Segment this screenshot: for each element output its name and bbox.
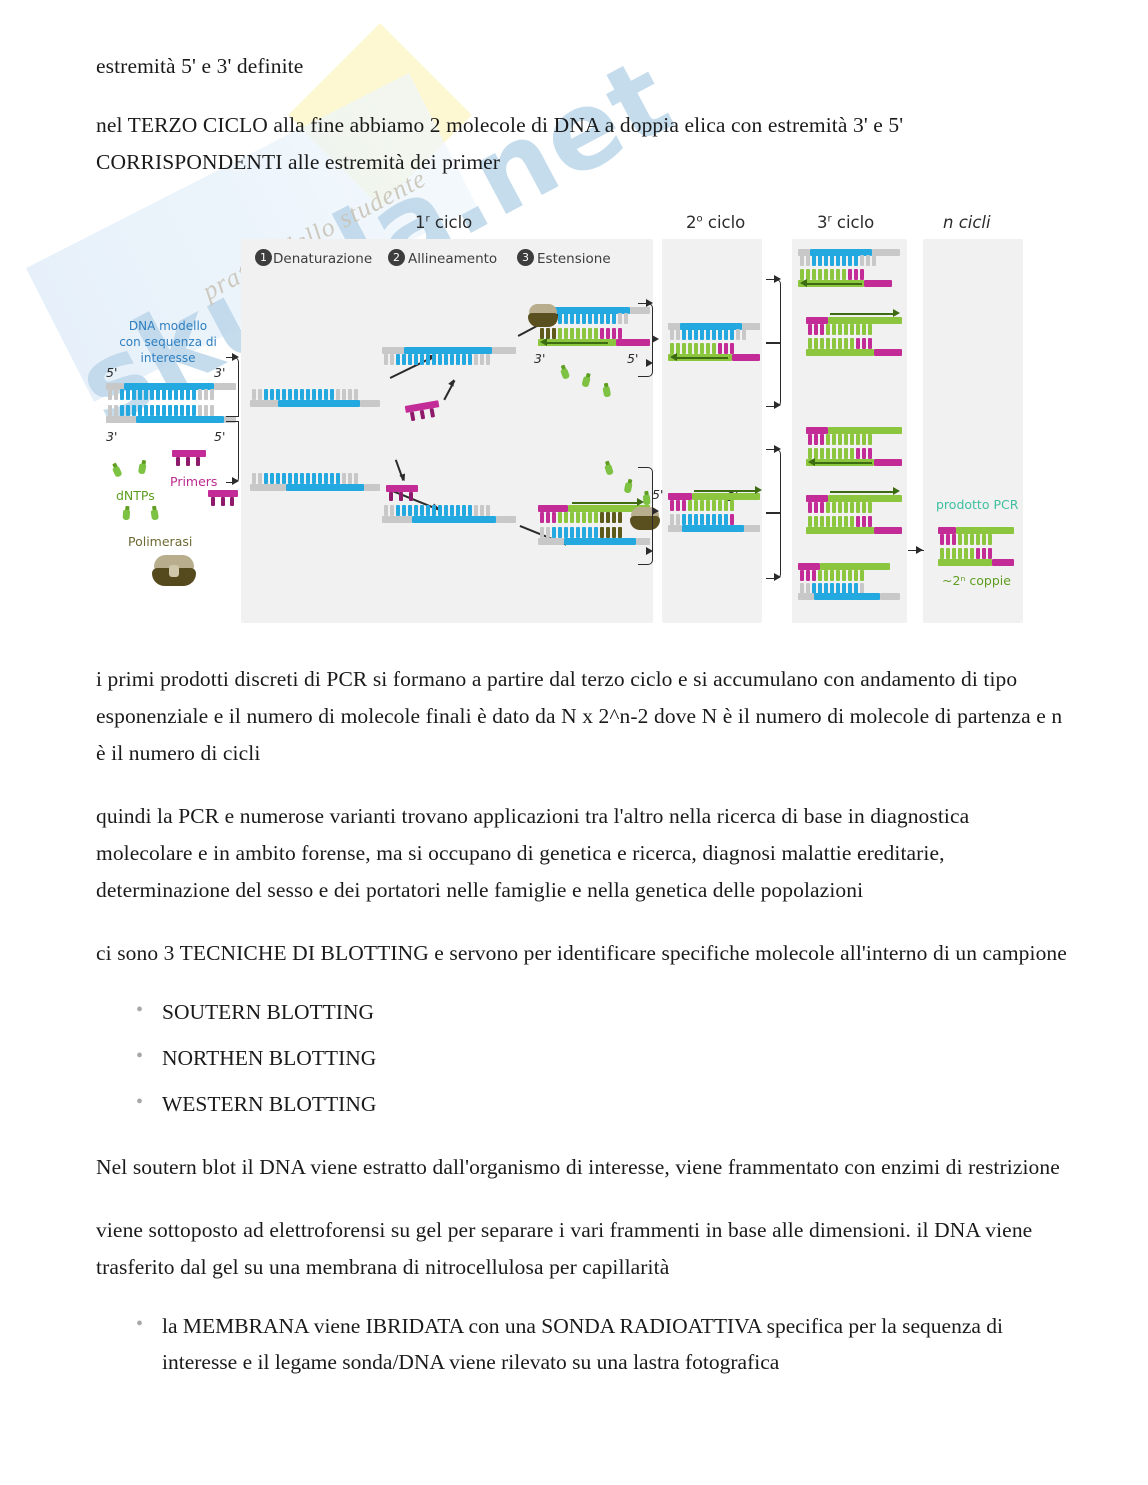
cycle3-duplex-2 [806,309,902,356]
dntp-icon-1 [109,462,123,478]
bracket-tip-c2-d [774,572,781,581]
label-dna-template-l2: con sequenza di [119,334,217,349]
pcr-product-duplex [938,526,1014,566]
polymerase-icon-extension-top [528,303,558,330]
cycle3-duplex-1 [798,248,900,287]
cycle3-duplex-4 [806,487,902,534]
bracket-tip-c2-b [774,400,781,409]
label-template-3prime-top: 3' [214,364,226,380]
extension-duplex-top [538,306,650,347]
dntp-icon-4 [149,505,160,521]
bracket-c2-a [766,278,781,343]
bracket-template-top [226,356,239,417]
cycle3-duplex-3 [806,426,902,466]
figure-title-cycle3: 3r ciclo [817,212,875,232]
dna-template-duplex [106,382,236,427]
bracket-tip-c1-c [646,546,653,555]
extension-duplex-bottom [538,498,650,545]
bracket-tip-top [232,352,239,361]
bracket-template-bottom [226,420,239,483]
paragraph-applicazioni: quindi la PCR e numerose varianti trovan… [96,803,970,902]
step-number-1: 1 [255,248,272,266]
figure-title-cycle2: 2o ciclo [686,212,746,232]
list-item: WESTERN BLOTTING [136,1085,1070,1123]
step-label-allineamento: Allineamento [408,250,498,267]
pcr-diagram: 1r ciclo 2o ciclo 3r ciclo n cicli 1 Den… [90,207,1040,637]
label-primers: Primers [170,473,218,489]
dntp-icon-2 [137,459,148,475]
bracket-c2-d [766,512,781,579]
bracket-tip-c2-c [774,444,781,453]
list-item: SOUTERN BLOTTING [136,993,1070,1031]
label-prodotto-pcr: prodotto PCR [936,496,1019,512]
panel-cycle1 [241,238,653,623]
label-ext-3prime-top: 3' [534,350,546,366]
label-dna-template: DNA modello con sequenza di interesse [108,319,228,366]
bracket-tip-c2-a [774,274,781,283]
label-ext-5prime-top: 5' [627,350,639,366]
arrow-tip-to-cyclen [916,545,923,554]
paragraph-elettroforesi: viene sottoposto ad elettroforensi su ge… [96,1217,1033,1279]
bracket-tip-c1-b [646,298,653,307]
figure-title-cycle1: 1r ciclo [415,212,473,232]
step-label-estensione: Estensione [537,250,611,267]
denatured-strand-top [250,388,380,407]
paragraph-estremita: estremità 5' e 3' definite [96,54,304,78]
blotting-list: SOUTERN BLOTTING NORTHEN BLOTTING WESTER… [96,993,1070,1123]
bracket-c2-c [766,448,781,513]
primer-icon-annealing-bottom [386,484,418,503]
annealed-strand-top [382,346,516,365]
arrow-into-cycle2-top [652,334,659,343]
figure-title-cyclen: n cicli [943,212,991,232]
panel-cycle2 [662,238,762,623]
label-dna-template-l3: interesse [140,350,196,365]
label-coppie: ~2ⁿ coppie [942,572,1011,588]
primer-icon-2 [208,489,238,508]
primer-icon-1 [172,449,206,468]
paragraph-terzo-ciclo: nel TERZO CICLO alla fine abbiamo 2 mole… [96,112,904,174]
bracket-c2-b [766,342,781,407]
polymerase-icon [152,554,196,589]
annealed-strand-bottom [382,504,516,523]
label-template-5prime-bottom: 5' [214,428,226,444]
cycle2-duplex-top [668,322,760,361]
label-polimerasi: Polimerasi [128,533,193,549]
bracket-tip-c1-a [646,358,653,367]
cycle3-duplex-5 [798,562,900,600]
document-page: estremità 5' e 3' definite nel TERZO CIC… [0,0,1148,1381]
label-dna-template-l1: DNA modello [128,318,208,333]
membrane-list: la MEMBRANA viene IBRIDATA con una SONDA… [96,1307,1070,1382]
step-number-3: 3 [517,248,534,266]
paragraph-prodotti-discreti: i primi prodotti discreti di PCR si form… [96,666,1063,765]
paragraph-soutern-blot: Nel soutern blot il DNA viene estratto d… [96,1154,1060,1179]
label-dntps: dNTPs [116,487,155,503]
bracket-c1-bottom [638,466,653,565]
paragraph-tecniche-blotting: ci sono 3 TECNICHE DI BLOTTING e servono… [96,940,1067,965]
arrow-into-cycle2-bottom [652,506,659,515]
cycle2-duplex-bottom [668,486,762,532]
denatured-strand-bottom [250,472,380,491]
label-template-5prime-top: 5' [106,364,118,380]
label-ext-5prime-bottom: 5' [652,486,664,502]
step-number-2: 2 [388,248,405,266]
list-item: la MEMBRANA viene IBRIDATA con una SONDA… [136,1307,1070,1382]
bracket-tip-bottom [232,476,239,485]
pcr-figure: 1r ciclo 2o ciclo 3r ciclo n cicli 1 Den… [90,207,1070,639]
label-template-3prime-bottom: 3' [106,428,118,444]
dntp-icon-3 [122,505,132,521]
step-label-denaturazione: Denaturazione [273,250,373,267]
list-item: NORTHEN BLOTTING [136,1039,1070,1077]
